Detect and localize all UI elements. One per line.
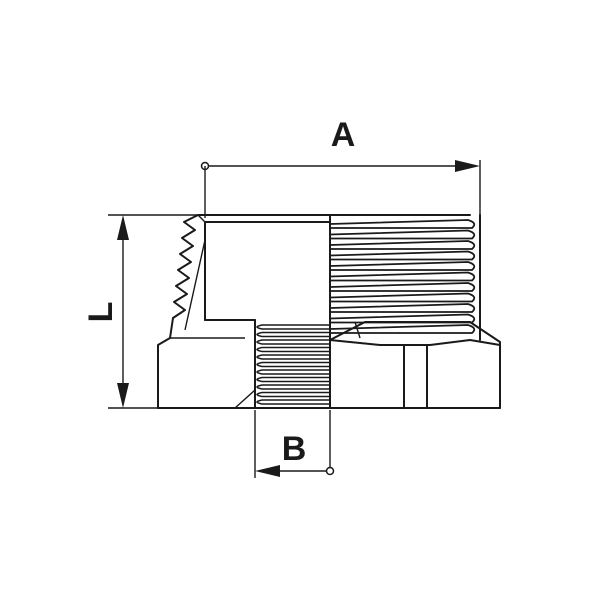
outer-thread-crest <box>329 303 476 313</box>
dimension-l: L <box>82 214 198 409</box>
hex-flat-curve <box>329 339 501 346</box>
hex-body-right <box>329 321 501 409</box>
left-thread-teeth <box>169 214 199 339</box>
outer-thread-crest <box>329 324 476 334</box>
inner-thread-crest <box>256 361 330 368</box>
outer-thread-crest <box>329 261 476 271</box>
inner-thread-crest <box>256 324 330 330</box>
inner-thread-crest <box>256 391 330 398</box>
dimension-a: A <box>200 116 481 218</box>
inner-thread-crest <box>256 331 330 338</box>
inner-thread-crest <box>256 384 330 390</box>
inner-thread-crest <box>256 346 330 353</box>
outer-thread-crest <box>329 240 476 250</box>
chamfer-top-left <box>197 214 206 223</box>
inner-thread-chamfer <box>234 389 256 409</box>
outer-thread-crest <box>329 250 476 261</box>
outer-thread-crest <box>329 271 476 282</box>
outer-thread-crest <box>329 282 476 292</box>
inner-thread-crest <box>256 354 330 360</box>
outer-thread-crest <box>329 219 476 229</box>
dimension-b-origin-dot <box>325 466 335 476</box>
fitting-body <box>157 214 501 409</box>
inner-thread-crest <box>256 399 330 405</box>
outer-thread-crest <box>329 292 476 303</box>
dimension-b: B <box>254 410 335 478</box>
inner-thread-crest <box>256 339 330 345</box>
dimension-label-b: B <box>282 430 307 468</box>
inner-thread-crest <box>256 369 330 375</box>
dimension-label-l: L <box>82 302 120 323</box>
hex-body-left <box>157 337 171 409</box>
dimension-l-arrowhead-top <box>117 215 129 240</box>
dimension-a-arrowhead <box>455 160 480 172</box>
left-flank-diagonal <box>184 239 206 331</box>
hex-shoulder-line <box>354 321 361 339</box>
dimension-label-a: A <box>331 116 356 154</box>
outer-thread-crest <box>329 229 476 240</box>
dimension-b-arrowhead <box>255 465 280 477</box>
inner-thread <box>256 324 330 405</box>
dimension-l-arrowhead-bottom <box>117 383 129 408</box>
outer-thread <box>329 219 476 334</box>
inner-thread-crest <box>256 376 330 383</box>
